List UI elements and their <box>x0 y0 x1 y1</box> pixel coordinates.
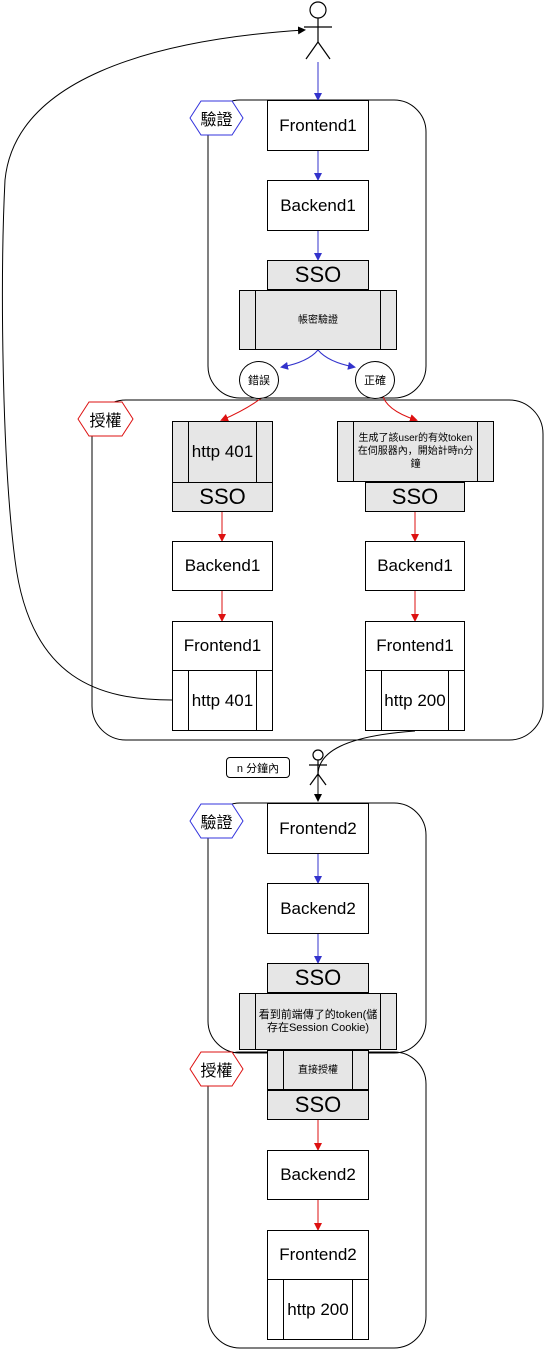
frontend2-bottom-node: Frontend2 <box>267 1230 369 1280</box>
frontend1-right-node: Frontend1 <box>365 621 465 671</box>
authorize-tag: 授權 <box>89 413 122 430</box>
correct-node: 正確 <box>355 361 395 399</box>
authorize-hexagon-1 <box>77 401 134 437</box>
sso-node: SSO <box>267 1090 369 1120</box>
backend2-node: Backend2 <box>267 883 369 934</box>
verify-tag: 驗證 <box>200 112 233 129</box>
authorize-tag-2: 授權 <box>200 1063 233 1080</box>
password-check-node: 帳密驗證 <box>239 290 397 350</box>
error-node: 錯誤 <box>239 361 279 399</box>
verify-edges <box>280 62 356 964</box>
user-actor-icon <box>304 1 332 60</box>
sso-node: SSO <box>267 963 369 993</box>
backend1-left-node: Backend1 <box>172 541 273 591</box>
http401-node: http 401 <box>172 421 273 483</box>
http200-node: http 200 <box>365 670 465 731</box>
frontend1-left-node: Frontend1 <box>172 621 273 671</box>
http401-bottom-node: http 401 <box>172 670 273 731</box>
sso-node: SSO <box>172 482 273 512</box>
http200-bottom-node: http 200 <box>267 1279 369 1340</box>
authorize-hexagon-2 <box>189 1051 244 1087</box>
frontend1-node: Frontend1 <box>267 100 369 151</box>
verify-hexagon-1 <box>189 100 244 136</box>
user-actor-icon <box>309 749 327 786</box>
backend1-right-node: Backend1 <box>365 541 465 591</box>
direct-auth-node: 直接授權 <box>267 1050 369 1090</box>
generate-token-node: 生成了該user的有效token在伺服器內，開始計時n分鐘 <box>337 421 494 482</box>
n-minutes-note: n 分鐘內 <box>226 757 290 778</box>
return-edges <box>1 26 416 802</box>
verify-hexagon-2 <box>189 803 244 839</box>
sso-node: SSO <box>365 482 465 512</box>
backend2-bottom-node: Backend2 <box>267 1150 369 1200</box>
frontend2-node: Frontend2 <box>267 803 369 854</box>
authorize-container-1 <box>91 399 544 741</box>
saw-token-node: 看到前端傳了的token(儲存在Session Cookie) <box>239 993 397 1050</box>
verify-tag-2: 驗證 <box>200 815 233 832</box>
backend1-node: Backend1 <box>267 180 369 231</box>
sso-node: SSO <box>267 260 369 290</box>
